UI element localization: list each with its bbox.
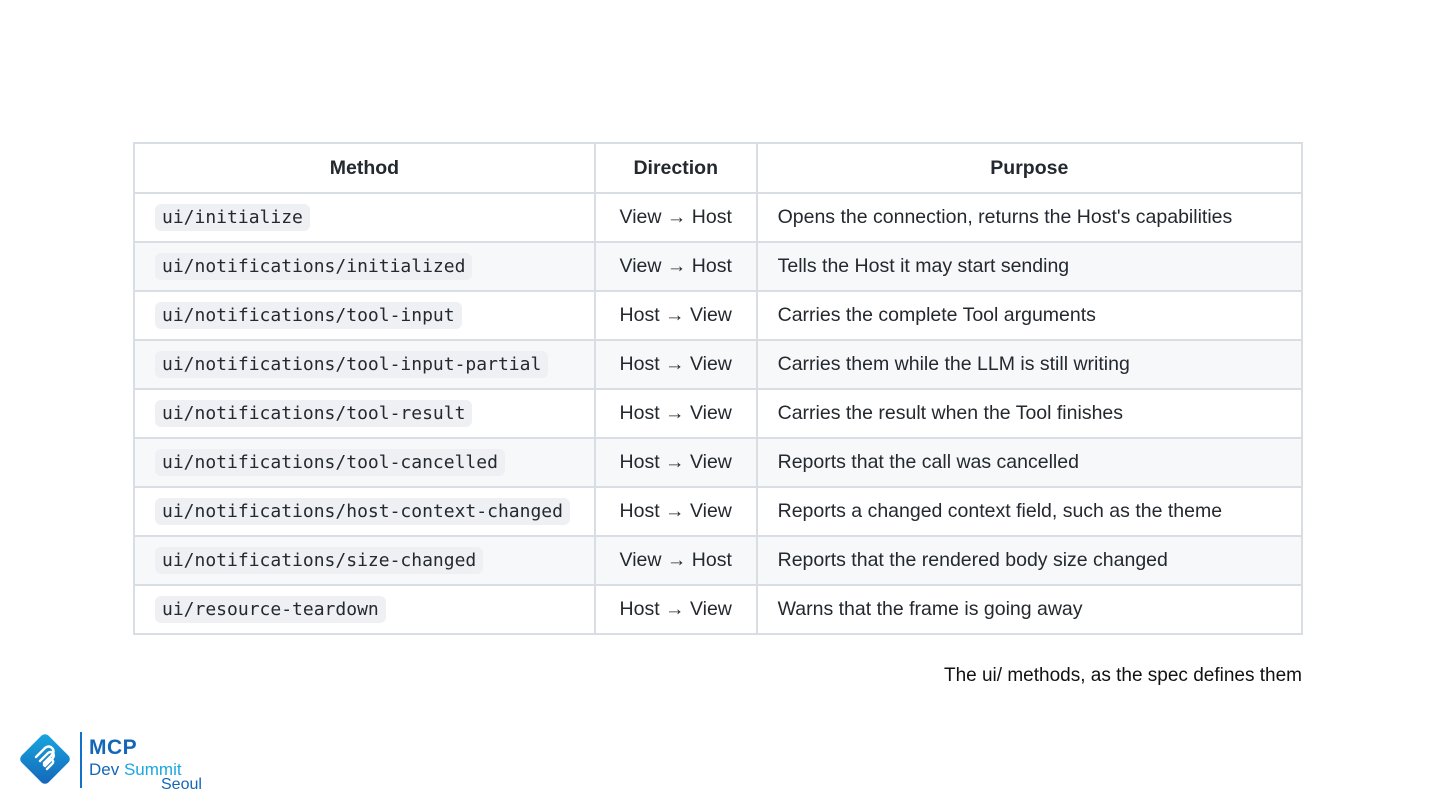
logo-divider xyxy=(80,732,82,788)
header-direction: Direction xyxy=(593,142,758,194)
method-code: ui/notifications/host-context-changed xyxy=(155,498,570,525)
purpose-cell: Reports that the rendered body size chan… xyxy=(755,535,1304,586)
method-cell: ui/notifications/initialized xyxy=(133,241,596,292)
direction-cell: Host → View xyxy=(593,339,758,390)
method-code: ui/notifications/tool-result xyxy=(155,400,473,427)
direction-cell: Host → View xyxy=(593,486,758,537)
direction-cell: View → Host xyxy=(593,241,758,292)
direction-cell: Host → View xyxy=(593,437,758,488)
logo-dev-word: Dev xyxy=(89,760,120,779)
direction-cell: Host → View xyxy=(593,584,758,635)
table-row: ui/notifications/tool-input-partial Host… xyxy=(133,339,1304,390)
direction-cell: View → Host xyxy=(593,192,758,243)
purpose-cell: Opens the connection, returns the Host's… xyxy=(755,192,1304,243)
table-row: ui/notifications/size-changed View → Hos… xyxy=(133,535,1304,586)
purpose-cell: Reports that the call was cancelled xyxy=(755,437,1304,488)
table-row: ui/initialize View → Host Opens the conn… xyxy=(133,192,1304,243)
logo-mcp-text: MCP xyxy=(89,736,138,759)
event-logo: MCP Dev Summit Seoul xyxy=(16,730,216,796)
logo-dev-summit-text: Dev Summit xyxy=(89,760,182,780)
table-row: ui/notifications/tool-cancelled Host → V… xyxy=(133,437,1304,488)
method-cell: ui/notifications/tool-result xyxy=(133,388,596,439)
mcp-logo-icon xyxy=(20,734,70,784)
method-cell: ui/initialize xyxy=(133,192,596,243)
method-code: ui/notifications/tool-cancelled xyxy=(155,449,505,476)
table-row: ui/resource-teardown Host → View Warns t… xyxy=(133,584,1304,635)
header-purpose: Purpose xyxy=(755,142,1304,194)
logo-summit-word: Summit xyxy=(123,760,182,779)
direction-cell: View → Host xyxy=(593,535,758,586)
method-cell: ui/notifications/tool-input xyxy=(133,290,596,341)
purpose-cell: Reports a changed context field, such as… xyxy=(755,486,1304,537)
method-code: ui/resource-teardown xyxy=(155,596,386,623)
purpose-cell: Carries them while the LLM is still writ… xyxy=(755,339,1304,390)
direction-cell: Host → View xyxy=(593,388,758,439)
purpose-cell: Carries the complete Tool arguments xyxy=(755,290,1304,341)
direction-cell: Host → View xyxy=(593,290,758,341)
method-code: ui/notifications/tool-input-partial xyxy=(155,351,549,378)
logo-city-text: Seoul xyxy=(161,776,202,793)
method-cell: ui/notifications/host-context-changed xyxy=(133,486,596,537)
header-method: Method xyxy=(133,142,596,194)
table-row: ui/notifications/tool-result Host → View… xyxy=(133,388,1304,439)
table-row: ui/notifications/initialized View → Host… xyxy=(133,241,1304,292)
purpose-cell: Warns that the frame is going away xyxy=(755,584,1304,635)
method-code: ui/initialize xyxy=(155,204,310,231)
table-row: ui/notifications/tool-input Host → View … xyxy=(133,290,1304,341)
purpose-cell: Carries the result when the Tool finishe… xyxy=(755,388,1304,439)
purpose-cell: Tells the Host it may start sending xyxy=(755,241,1304,292)
method-cell: ui/notifications/tool-input-partial xyxy=(133,339,596,390)
method-code: ui/notifications/initialized xyxy=(155,253,473,280)
method-cell: ui/resource-teardown xyxy=(133,584,596,635)
table-caption: The ui/ methods, as the spec defines the… xyxy=(943,665,1302,686)
method-code: ui/notifications/size-changed xyxy=(155,547,484,574)
table-header-row: Method Direction Purpose xyxy=(133,142,1304,194)
methods-table: Method Direction Purpose ui/initialize V… xyxy=(133,142,1304,635)
method-code: ui/notifications/tool-input xyxy=(155,302,462,329)
table-row: ui/notifications/host-context-changed Ho… xyxy=(133,486,1304,537)
method-cell: ui/notifications/size-changed xyxy=(133,535,596,586)
method-cell: ui/notifications/tool-cancelled xyxy=(133,437,596,488)
